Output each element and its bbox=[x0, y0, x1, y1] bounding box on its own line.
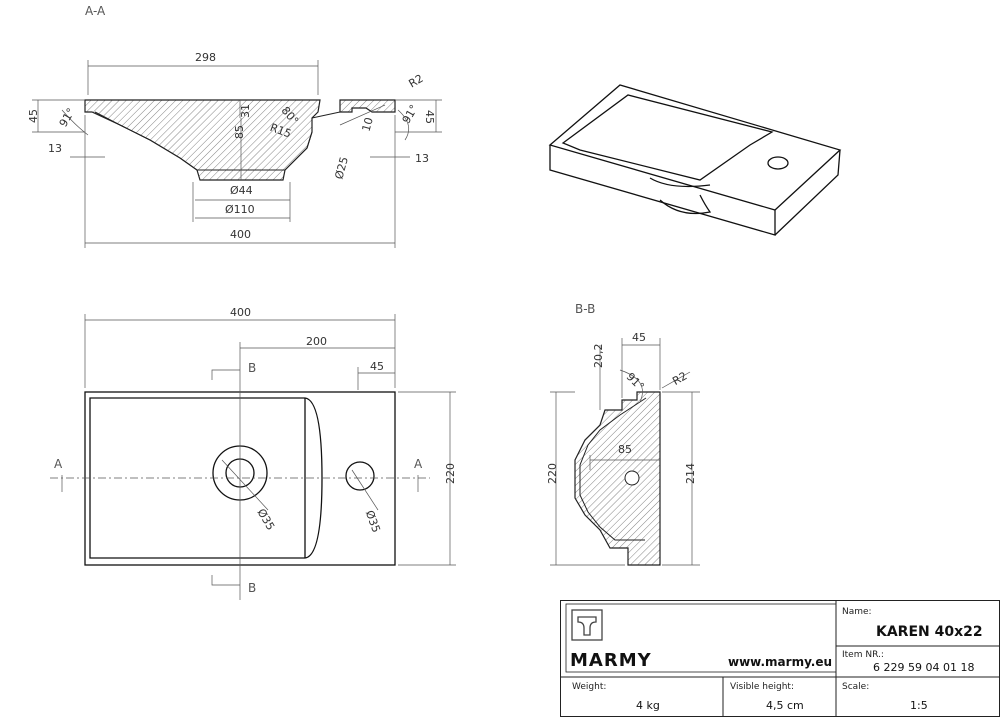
dim-bb-20-2: 20,2 bbox=[592, 344, 605, 369]
dim-bb-85: 85 bbox=[618, 443, 632, 456]
dim-plan-220: 220 bbox=[444, 463, 457, 484]
dim-aa-45-right: 45 bbox=[423, 110, 436, 124]
dim-aa-400: 400 bbox=[230, 228, 251, 241]
website: www.marmy.eu bbox=[728, 655, 833, 669]
brand-name: MARMY bbox=[570, 650, 652, 671]
dim-aa-31: 31 bbox=[239, 104, 252, 118]
section-aa-profile bbox=[84, 99, 396, 181]
isometric-view bbox=[548, 84, 842, 236]
plan-view-dimensions bbox=[50, 314, 456, 600]
dim-plan-400: 400 bbox=[230, 306, 251, 319]
dim-aa-d110: Ø110 bbox=[225, 203, 255, 216]
item-label: Item NR.: bbox=[842, 650, 884, 660]
dim-bb-45: 45 bbox=[632, 331, 646, 344]
dim-aa-r2: R2 bbox=[406, 72, 425, 91]
dim-aa-91-left: 91° bbox=[57, 106, 78, 129]
weight-label: Weight: bbox=[572, 682, 607, 692]
name-label: Name: bbox=[842, 607, 872, 617]
scale-label: Scale: bbox=[842, 682, 870, 692]
cut-marker-a-left: A bbox=[54, 457, 63, 471]
dim-aa-45-left: 45 bbox=[27, 109, 40, 123]
marmy-logo-icon bbox=[570, 608, 604, 642]
dim-bb-214: 214 bbox=[684, 463, 697, 484]
title-block: MARMY www.marmy.eu Name: KAREN 40x22 Ite… bbox=[560, 600, 1000, 717]
dim-plan-200: 200 bbox=[306, 335, 327, 348]
dim-aa-91-right: 91° bbox=[400, 103, 421, 126]
cut-marker-b-bottom: B bbox=[248, 581, 256, 595]
section-aa-label: A-A bbox=[85, 4, 106, 18]
dim-bb-220: 220 bbox=[546, 463, 559, 484]
dim-plan-d35-drain: Ø35 bbox=[255, 506, 278, 532]
scale-value: 1:5 bbox=[910, 699, 928, 712]
visible-height-label: Visible height: bbox=[730, 682, 794, 692]
item-number: 6 229 59 04 01 18 bbox=[873, 661, 975, 674]
product-name: KAREN 40x22 bbox=[876, 624, 983, 640]
dim-aa-13-right: 13 bbox=[415, 152, 429, 165]
dim-bb-91: 91° bbox=[624, 370, 647, 393]
cut-marker-b-top: B bbox=[248, 361, 256, 375]
section-bb-label: B-B bbox=[575, 302, 595, 316]
dim-plan-d35-tap: Ø35 bbox=[363, 509, 383, 535]
dim-aa-d25: Ø25 bbox=[333, 155, 351, 180]
dim-bb-r2: R2 bbox=[670, 369, 689, 388]
dim-aa-10: 10 bbox=[360, 116, 376, 133]
dim-aa-d44: Ø44 bbox=[230, 184, 253, 197]
section-bb-dimensions bbox=[550, 338, 700, 566]
section-bb-profile bbox=[574, 391, 661, 566]
visible-height-value: 4,5 cm bbox=[766, 699, 804, 712]
dim-aa-85: 85 bbox=[233, 125, 246, 139]
section-aa-dimensions bbox=[32, 60, 442, 248]
dim-aa-13-left: 13 bbox=[48, 142, 62, 155]
dim-aa-298: 298 bbox=[195, 51, 216, 64]
weight-value: 4 kg bbox=[636, 699, 660, 712]
cut-marker-a-right: A bbox=[414, 457, 423, 471]
dim-plan-45: 45 bbox=[370, 360, 384, 373]
